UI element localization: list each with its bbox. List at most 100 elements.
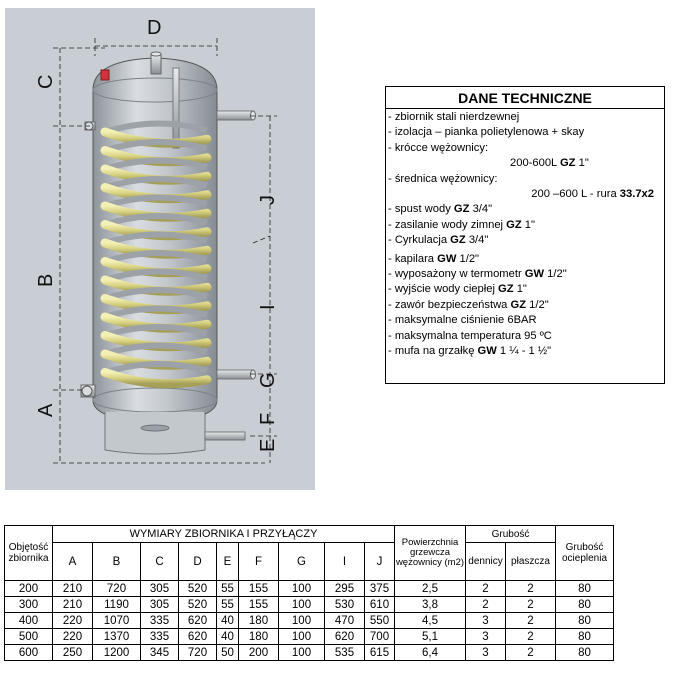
dimension-letter-g: G [257, 372, 279, 388]
tech-line-text: - wyposażony w termometr [388, 268, 525, 281]
tech-line-text: - wyjście wody ciepłej [388, 283, 499, 296]
tech-line-bold: GZ [450, 234, 466, 247]
heater-socket [80, 384, 96, 398]
table-cell: 2 [505, 596, 556, 613]
table-cell: 155 [238, 580, 279, 597]
table-cell: 1200 [92, 644, 141, 661]
thickness-header: Grubość [465, 525, 556, 543]
table-cell: 5,1 [394, 628, 466, 645]
tech-line: - zbiornik stali nierdzewnej [388, 110, 664, 125]
col-header-f: F [238, 542, 279, 581]
table-cell: 3 [465, 612, 506, 629]
table-cell: 1190 [92, 596, 141, 613]
tech-line-text: 200 –600 L - rura [531, 188, 620, 201]
tech-line-suffix: 3/4" [465, 234, 489, 247]
table-cell: 40 [216, 612, 239, 629]
table-cell: 4,5 [394, 612, 466, 629]
insulation-header: Grubość ocieplenia [555, 525, 614, 581]
coil-turn-back [104, 305, 208, 320]
coil-inlet-top [216, 110, 256, 121]
tech-line-suffix: 1" [521, 218, 535, 231]
tech-line-bold: GW [524, 268, 545, 281]
tech-line: - wyjście wody ciepłej GZ 1" [388, 282, 664, 297]
table-cell: 520 [178, 596, 217, 613]
table-cell: 80 [555, 628, 614, 645]
table-cell: 220 [52, 612, 93, 629]
tech-line-text: - izolacja – pianka polietylenowa + skay [388, 126, 585, 139]
table-cell: 620 [178, 628, 217, 645]
table-cell: 720 [92, 580, 141, 597]
table-cell: 2 [465, 596, 506, 613]
table-cell: 2 [505, 644, 556, 661]
table-cell: 200 [238, 644, 279, 661]
tech-line-text: - średnica wężownicy: [388, 172, 498, 185]
table-cell: 220 [52, 628, 93, 645]
col-header-g: G [278, 542, 325, 581]
tech-line: 200 –600 L - rura 33.7x2 [388, 187, 664, 202]
dimension-letter-b: B [35, 274, 57, 287]
coil-turn-back [104, 268, 208, 283]
table-cell: 530 [324, 596, 365, 613]
table-cell: 620 [178, 612, 217, 629]
coil-turn-front [100, 368, 212, 389]
tech-line-bold: GZ [453, 203, 470, 216]
table-cell: 2 [505, 628, 556, 645]
volume-header: Objętość zbiornika [4, 525, 53, 581]
table-cell: 80 [555, 580, 614, 597]
dimensions-table: Objętość zbiornika WYMIARY ZBIORNIKA I P… [4, 525, 614, 661]
table-cell: 3,8 [394, 596, 466, 613]
table-cell: 80 [555, 644, 614, 661]
dimension-letter-a: A [35, 403, 57, 417]
table-cell: 345 [140, 644, 179, 661]
tech-line: - średnica wężownicy: [388, 172, 664, 187]
dimension-letter-j: J [257, 195, 279, 205]
tech-line: - wyposażony w termometr GW 1/2" [388, 267, 664, 282]
table-cell: 720 [178, 644, 217, 661]
tech-line-bold: GZ [559, 157, 576, 170]
coil-turn-back [104, 175, 208, 191]
technical-data-list: - zbiornik stali nierdzewnej- izolacja –… [386, 109, 664, 360]
tech-line: - maksymalna temperatura 95 ºC [388, 329, 664, 344]
table-cell: 305 [140, 580, 179, 597]
tech-line-suffix: 3/4" [469, 203, 493, 216]
cold-water-inlet [204, 431, 246, 441]
coil-turn-back [104, 286, 208, 302]
coil-turn-back [104, 323, 208, 339]
tech-line-text: - spust wody [388, 203, 454, 216]
table-cell: 2 [465, 580, 506, 597]
tech-line-bold: GW [477, 345, 497, 358]
table-cell: 535 [324, 644, 365, 661]
tech-line-text: - Cyrkulacja [388, 234, 451, 247]
tech-line: - spust wody GZ 3/4" [388, 202, 664, 217]
coil-turn-back [104, 157, 208, 172]
tech-line: - mufa na grzałkę GW 1 ¼ - 1 ½" [388, 344, 664, 359]
tech-line-text: - kapilara [388, 252, 438, 265]
col-header-c: C [140, 542, 179, 581]
tech-line: - zawór bezpieczeństwa GZ 1/2" [388, 298, 664, 313]
tech-line: - izolacja – pianka polietylenowa + skay [388, 125, 664, 140]
table-cell: 155 [238, 596, 279, 613]
table-cell: 2 [505, 580, 556, 597]
col-header-d: D [178, 542, 217, 581]
table-cell: 50 [216, 644, 239, 661]
coil-turn-back [104, 138, 208, 154]
col-header-e: E [216, 542, 239, 581]
tech-line-text: 200-600L [510, 157, 560, 170]
tech-line-bold: GZ [510, 298, 527, 311]
coil-turn-back [104, 342, 208, 357]
table-cell: 375 [364, 580, 395, 597]
tech-line-text: - zasilanie wody zimnej [388, 218, 507, 231]
coil-outlet-bottom [216, 369, 256, 380]
table-cell: 3 [465, 644, 506, 661]
table-cell: 180 [238, 612, 279, 629]
table-cell: 100 [278, 628, 325, 645]
tech-line-suffix: 1" [513, 283, 527, 296]
table-cell: 620 [324, 628, 365, 645]
table-cell: 210 [52, 580, 93, 597]
tech-line: - Cyrkulacja GZ 3/4" [388, 233, 664, 248]
